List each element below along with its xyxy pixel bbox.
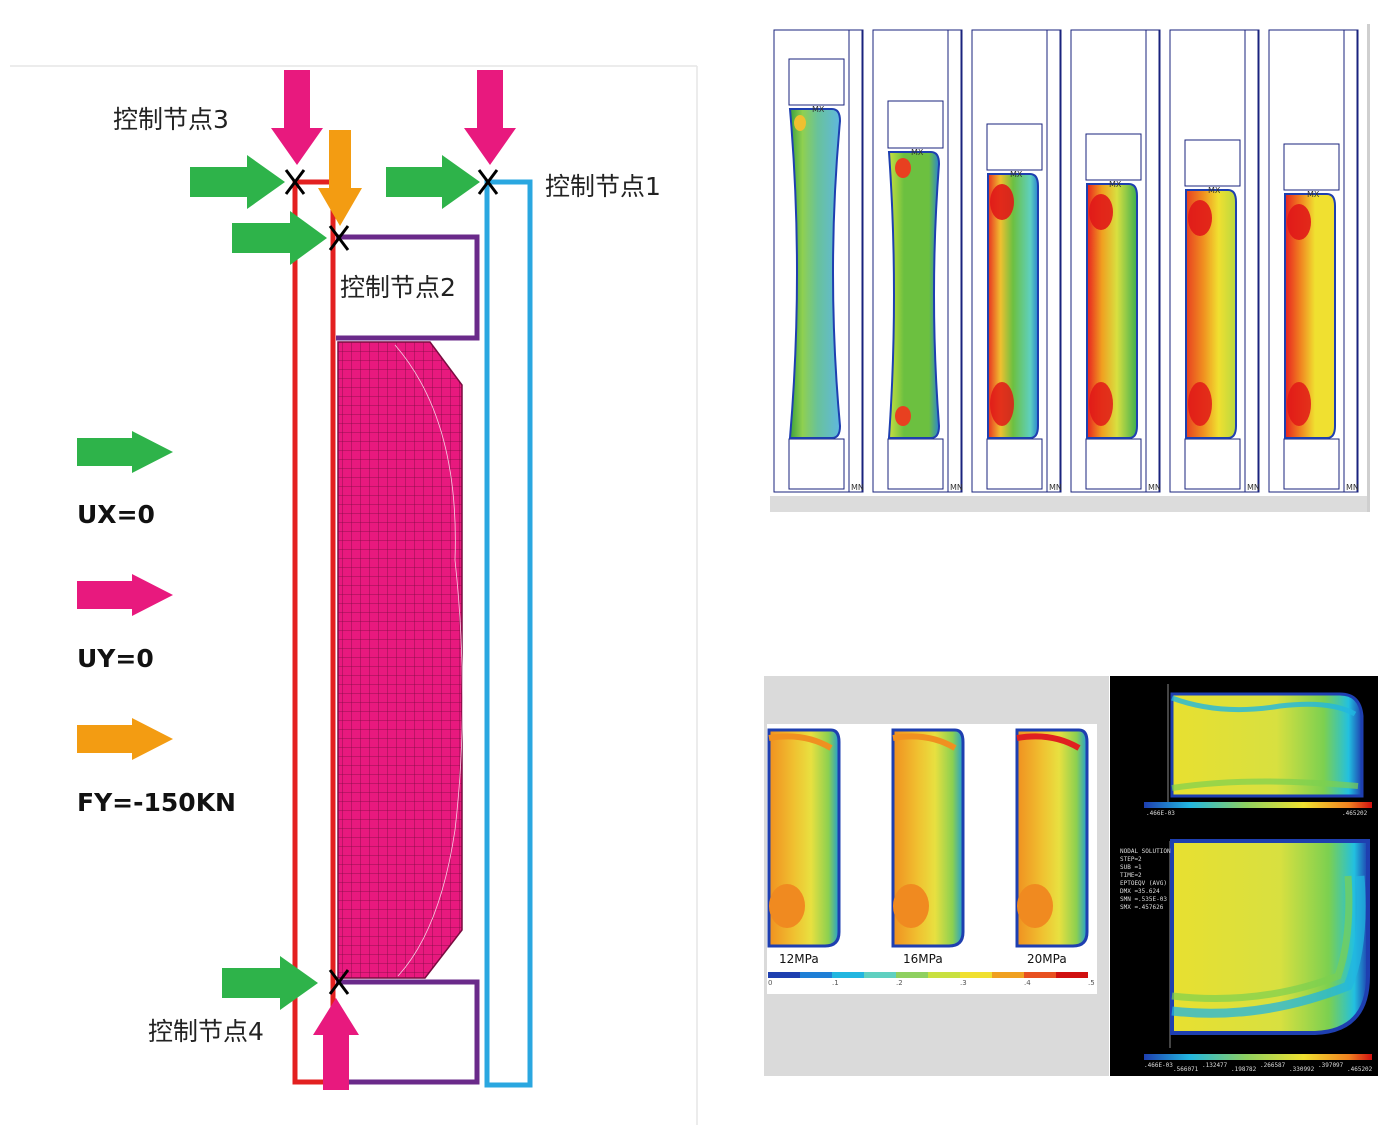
- scale-segment: [864, 972, 896, 978]
- legend-arrow-ux: [77, 431, 173, 473]
- scale-segment: [832, 972, 864, 978]
- bottom-scale-label-0: .466E-03: [1144, 1062, 1173, 1069]
- deformation-frame-1: [773, 29, 864, 493]
- scale-segment: [1056, 972, 1088, 978]
- scale-segment: [960, 972, 992, 978]
- orange-arrow-force: [318, 130, 362, 226]
- solution-line-4: EPTOEQV (AVG): [1120, 880, 1167, 887]
- scale-tick-0: 0: [768, 979, 773, 987]
- min-label-1: MN: [851, 483, 864, 492]
- max-label-5: MX: [1208, 186, 1221, 195]
- legend-label-fy: FY=-150KN: [77, 788, 236, 817]
- min-label-4: MN: [1148, 483, 1161, 492]
- bottom-scale-label-3: .198782: [1231, 1066, 1257, 1073]
- deformation-frame-6: [1268, 29, 1359, 493]
- max-label-3: MX: [1010, 170, 1023, 179]
- pressure-label-2: 16MPa: [903, 952, 943, 966]
- purple-bottom-box: [336, 979, 480, 1085]
- scale-segment: [896, 972, 928, 978]
- solution-line-6: SMN =.535E-03: [1120, 896, 1167, 903]
- pressure-comparison-svg: [764, 676, 1109, 1076]
- max-label-6: MX: [1307, 190, 1320, 199]
- pressure-contour-3: [1015, 728, 1089, 948]
- scale-tick-2: .2: [896, 979, 903, 987]
- bottom-scale-label-7: .465202: [1347, 1066, 1373, 1073]
- bottom-bar: [770, 496, 1370, 512]
- scale-segment: [1024, 972, 1056, 978]
- min-label-2: MN: [950, 483, 963, 492]
- min-label-6: MN: [1346, 483, 1359, 492]
- magenta-arrow-node3: [271, 70, 323, 165]
- scale-segment: [800, 972, 832, 978]
- bottom-scale-label-2: .132477: [1202, 1062, 1228, 1069]
- scale-segment: [928, 972, 960, 978]
- bottom-scale-label-4: .266587: [1260, 1062, 1286, 1069]
- bottom-scale-label-1: .566071: [1173, 1066, 1199, 1073]
- top-scale-min: .466E-03: [1146, 810, 1175, 817]
- green-arrow-node2: [232, 211, 327, 265]
- pressure-label-3: 20MPa: [1027, 952, 1067, 966]
- ansys-result-svg: [1116, 682, 1372, 1068]
- label-control-node-3: 控制节点3: [113, 105, 229, 134]
- label-control-node-4: 控制节点4: [148, 1017, 264, 1046]
- node-cross-4: [328, 969, 350, 995]
- legend-arrow-fy: [77, 718, 173, 760]
- deformation-frame-3: [971, 29, 1062, 493]
- min-label-5: MN: [1247, 483, 1260, 492]
- scale-tick-5: .5: [1088, 979, 1095, 987]
- scale-tick-1: .1: [832, 979, 839, 987]
- solution-line-5: DMX =35.624: [1120, 888, 1160, 895]
- mesh-body: [337, 341, 463, 979]
- magenta-arrow-node1: [464, 70, 516, 165]
- green-arrow-node4: [222, 956, 318, 1010]
- deformation-sequence-svg: [770, 24, 1370, 512]
- deformation-frame-2: [872, 29, 963, 493]
- blue-frame: [484, 179, 533, 1088]
- deformation-frame-4: [1070, 29, 1161, 493]
- min-label-3: MN: [1049, 483, 1062, 492]
- max-label-4: MX: [1109, 180, 1122, 189]
- pressure-label-1: 12MPa: [779, 952, 819, 966]
- pressure-comparison-panel: 12MPa 16MPa 20MPa 0 .1 .2 .3 .4 .5: [764, 676, 1109, 1076]
- pressure-contour-1: [767, 728, 841, 948]
- bottom-scale-bar: [1144, 1054, 1372, 1060]
- pressure-contour-2: [891, 728, 965, 948]
- deformation-frame-5: [1169, 29, 1260, 493]
- label-control-node-2: 控制节点2: [340, 273, 456, 302]
- boundary-condition-diagram: 控制节点3 控制节点1 控制节点2 控制节点4 UX=0 UY=0 FY=-15…: [10, 65, 698, 1125]
- diagram-svg: [10, 65, 698, 1125]
- scale-tick-3: .3: [960, 979, 967, 987]
- node-cross-2: [328, 225, 350, 251]
- green-arrow-node3: [190, 155, 285, 209]
- legend-arrow-uy: [77, 574, 173, 616]
- deformation-sequence-panel: MX MN MX MN MX MN MX MN MX MN MX MN: [770, 24, 1370, 512]
- scale-tick-4: .4: [1024, 979, 1031, 987]
- solution-line-3: TIME=2: [1120, 872, 1142, 879]
- label-control-node-1: 控制节点1: [545, 172, 661, 201]
- top-scale-bar: [1144, 802, 1372, 808]
- magenta-arrow-node4: [313, 998, 359, 1090]
- solution-line-7: SMX =.457626: [1120, 904, 1164, 911]
- scale-segment: [992, 972, 1024, 978]
- purple-top-box: [336, 234, 480, 341]
- solution-line-2: SUB =1: [1120, 864, 1142, 871]
- node-cross-3: [284, 169, 306, 195]
- solution-line-1: STEP=2: [1120, 856, 1142, 863]
- scale-segment: [768, 972, 800, 978]
- mesh-transition-curve: [394, 344, 463, 977]
- bottom-scale-label-6: .397097: [1318, 1062, 1344, 1069]
- legend-label-uy: UY=0: [77, 644, 154, 673]
- legend-label-ux: UX=0: [77, 500, 155, 529]
- top-scale-max: .465202: [1342, 810, 1368, 817]
- bottom-scale-label-5: .330992: [1289, 1066, 1315, 1073]
- node-cross-1: [477, 169, 499, 195]
- solution-line-0: NODAL SOLUTION: [1120, 848, 1171, 855]
- max-label-1: MX: [812, 105, 825, 114]
- green-arrow-node1: [386, 155, 480, 209]
- max-label-2: MX: [911, 148, 924, 157]
- top-contour-shape: [1170, 692, 1364, 798]
- red-frame: [292, 179, 336, 1085]
